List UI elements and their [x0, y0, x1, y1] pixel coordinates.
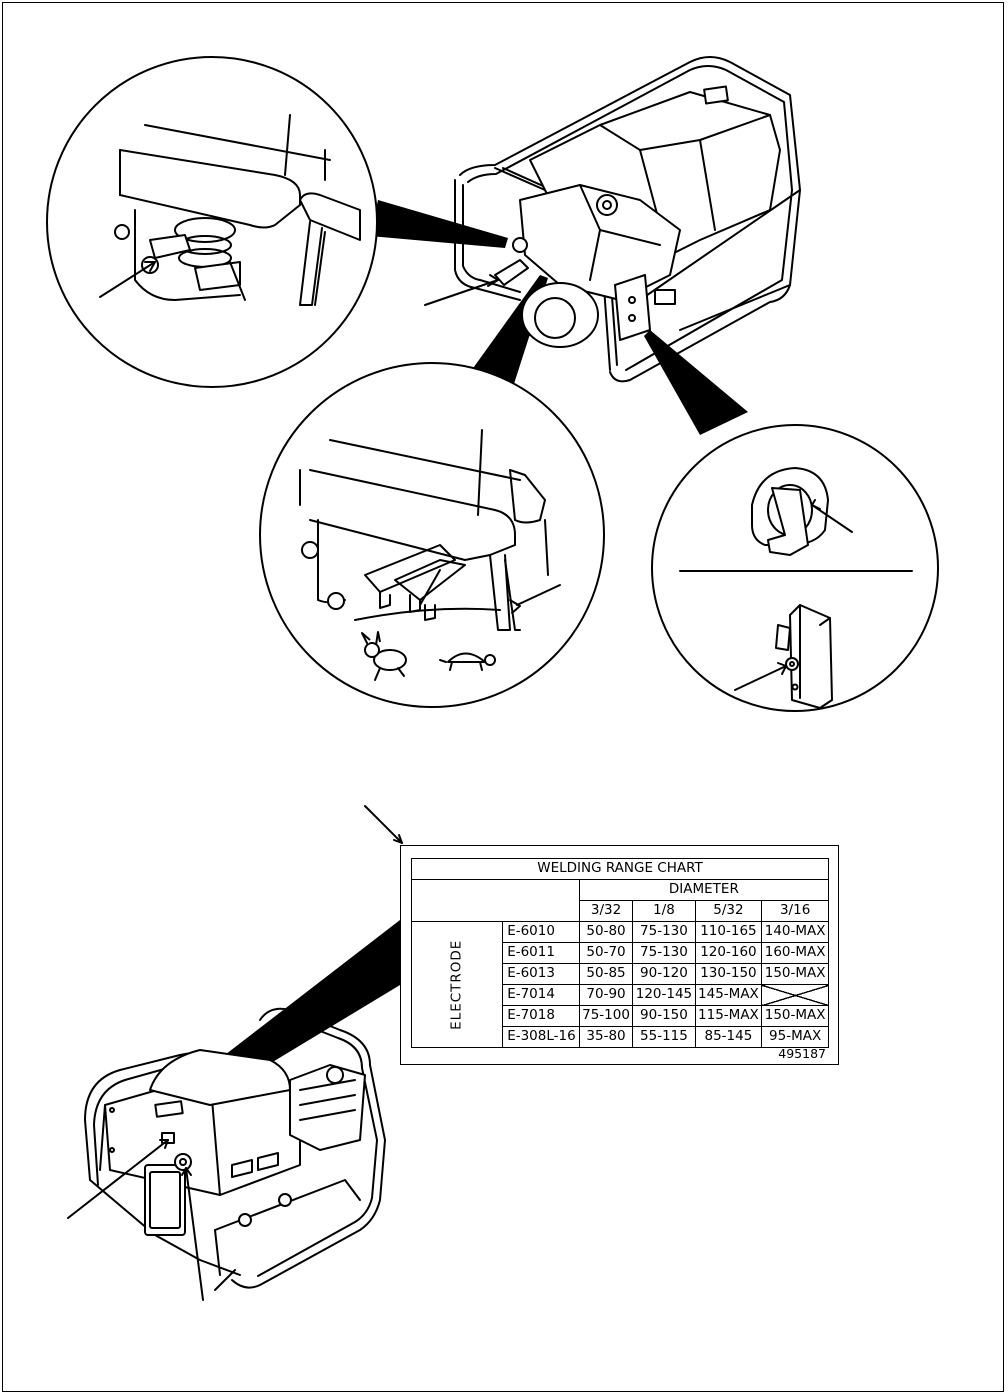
amp-range: 150-MAX: [762, 964, 829, 985]
detail-circle-switch: [652, 425, 938, 711]
electrode-name: E-308L-16: [503, 1027, 580, 1048]
detail-circle-choke: [47, 57, 377, 387]
detail-circle-throttle: [260, 363, 604, 707]
amp-range: 130-150: [695, 964, 762, 985]
diameter-col-3: 5/32: [695, 901, 762, 922]
amp-range: 75-100: [579, 1006, 633, 1027]
electrode-header-label: ELECTRODE: [450, 939, 464, 1029]
amp-range: 70-90: [579, 985, 633, 1006]
amp-range: 140-MAX: [762, 922, 829, 943]
electrode-name: E-6013: [503, 964, 580, 985]
welding-range-chart: WELDING RANGE CHART DIAMETER 3/32 1/8 5/…: [400, 845, 839, 1065]
amp-range: 90-120: [633, 964, 695, 985]
callout-wedge-switch: [644, 330, 748, 435]
amp-range: 110-165: [695, 922, 762, 943]
amp-range: 150-MAX: [762, 1006, 829, 1027]
part-number: 495187: [778, 1046, 826, 1061]
chart-title: WELDING RANGE CHART: [412, 859, 829, 880]
amp-range: 35-80: [579, 1027, 633, 1048]
diameter-header: DIAMETER: [579, 880, 828, 901]
electrode-name: E-6011: [503, 943, 580, 964]
amp-range: 115-MAX: [695, 1006, 762, 1027]
amp-range: 75-130: [633, 922, 695, 943]
amp-range: 50-70: [579, 943, 633, 964]
chart-corner-cell: [412, 880, 580, 922]
amp-range: 120-145: [633, 985, 695, 1006]
diameter-col-2: 1/8: [633, 901, 695, 922]
amp-range: 120-160: [695, 943, 762, 964]
amp-range: 90-150: [633, 1006, 695, 1027]
amp-range: 160-MAX: [762, 943, 829, 964]
diameter-col-4: 3/16: [762, 901, 829, 922]
callout-wedge-choke: [370, 200, 508, 248]
not-applicable-cell: [762, 985, 829, 1006]
amp-range: 75-130: [633, 943, 695, 964]
amp-range: 50-80: [579, 922, 633, 943]
electrode-name: E-7018: [503, 1006, 580, 1027]
amp-range: 145-MAX: [695, 985, 762, 1006]
electrode-name: E-6010: [503, 922, 580, 943]
table-row: ELECTRODE E-6010 50-80 75-130 110-165 14…: [412, 922, 829, 943]
diameter-col-1: 3/32: [579, 901, 633, 922]
electrode-header: ELECTRODE: [412, 922, 503, 1048]
amp-range: 55-115: [633, 1027, 695, 1048]
amp-range: 85-145: [695, 1027, 762, 1048]
generator-bottom-view: [68, 806, 402, 1300]
amp-range: 95-MAX: [762, 1027, 829, 1048]
welding-range-table: WELDING RANGE CHART DIAMETER 3/32 1/8 5/…: [411, 858, 829, 1048]
amp-range: 50-85: [579, 964, 633, 985]
electrode-name: E-7014: [503, 985, 580, 1006]
